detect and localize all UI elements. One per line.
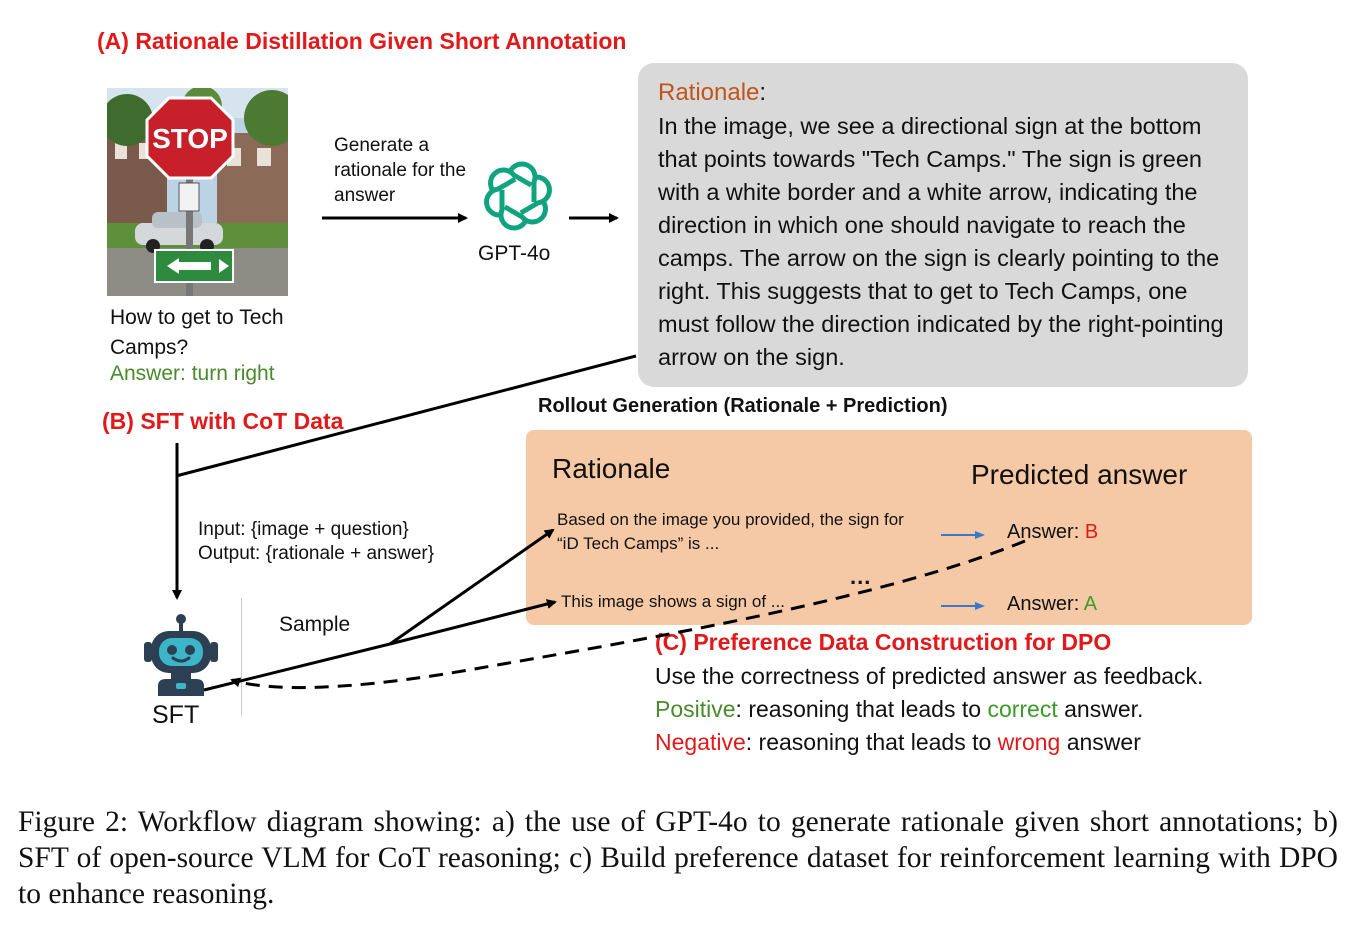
sft-label: SFT — [152, 701, 200, 729]
rollout-sample-2: This image shows a sign of ... — [561, 592, 785, 611]
positive-label: Positive — [655, 696, 736, 722]
rollout-sample-1: Based on the image you provided, the sig… — [557, 510, 904, 553]
gpt-4o-label: GPT-4o — [478, 242, 551, 265]
stop-sign-photo: STOP — [107, 88, 288, 296]
positive-end: answer. — [1057, 696, 1144, 722]
question-text: How to get to Tech Camps? — [110, 306, 284, 359]
sft-io-text: Input: {image + question} Output: {ratio… — [198, 518, 434, 566]
divider-line — [241, 598, 242, 716]
rationale-heading: Rationale: — [658, 77, 1228, 109]
figure-caption: Figure 2: Workflow diagram showing: a) t… — [18, 806, 1338, 910]
sft-output-text: Output: {rationale + answer} — [198, 543, 435, 564]
ellipsis-dots: ... — [850, 564, 872, 589]
positive-text: : reasoning that leads to — [735, 696, 988, 722]
robot-icon — [142, 612, 220, 696]
section-b-title: (B) SFT with CoT Data — [102, 408, 344, 434]
stop-sign-text: STOP — [152, 123, 228, 154]
rationale-box: Rationale: In the image, we see a direct… — [638, 63, 1248, 387]
openai-logo-icon — [482, 160, 554, 232]
rollout-rationale-heading: Rationale — [552, 453, 671, 484]
predicted-answer-1: Answer: B — [1007, 521, 1098, 544]
correct-word: correct — [987, 696, 1058, 722]
feedback-text: Use the correctness of predicted answer … — [655, 663, 1204, 689]
sft-input-text: Input: {image + question} — [198, 519, 409, 540]
stop-sign-illustration: STOP — [107, 88, 288, 296]
negative-end: answer — [1060, 729, 1141, 755]
generate-rationale-text: Generate a rationale for the answer — [334, 135, 467, 206]
sample-label: Sample — [279, 613, 351, 636]
negative-text: : reasoning that leads to — [745, 729, 998, 755]
rationale-body: In the image, we see a directional sign … — [658, 113, 1224, 370]
rollout-title: Rollout Generation (Rationale + Predicti… — [538, 395, 948, 417]
rationale-heading-colon: : — [759, 79, 767, 106]
answer-prefix: Answer: — [1007, 521, 1085, 543]
predicted-answer-heading: Predicted answer — [971, 459, 1188, 490]
section-c-title: (C) Preference Data Construction for DPO — [655, 629, 1112, 655]
answer-letter-wrong: B — [1084, 521, 1099, 543]
answer-prefix: Answer: — [1007, 593, 1084, 615]
negative-line: Negative: reasoning that leads to wrong … — [655, 726, 1141, 759]
predicted-answer-2: Answer: A — [1007, 593, 1097, 616]
answer-text: Answer: turn right — [110, 362, 275, 385]
positive-line: Positive: reasoning that leads to correc… — [655, 693, 1143, 726]
wrong-word: wrong — [997, 729, 1061, 755]
section-a-title: (A) Rationale Distillation Given Short A… — [97, 28, 627, 54]
answer-letter-correct: A — [1083, 593, 1098, 615]
rationale-heading-word: Rationale — [658, 79, 760, 106]
negative-label: Negative — [655, 729, 746, 755]
